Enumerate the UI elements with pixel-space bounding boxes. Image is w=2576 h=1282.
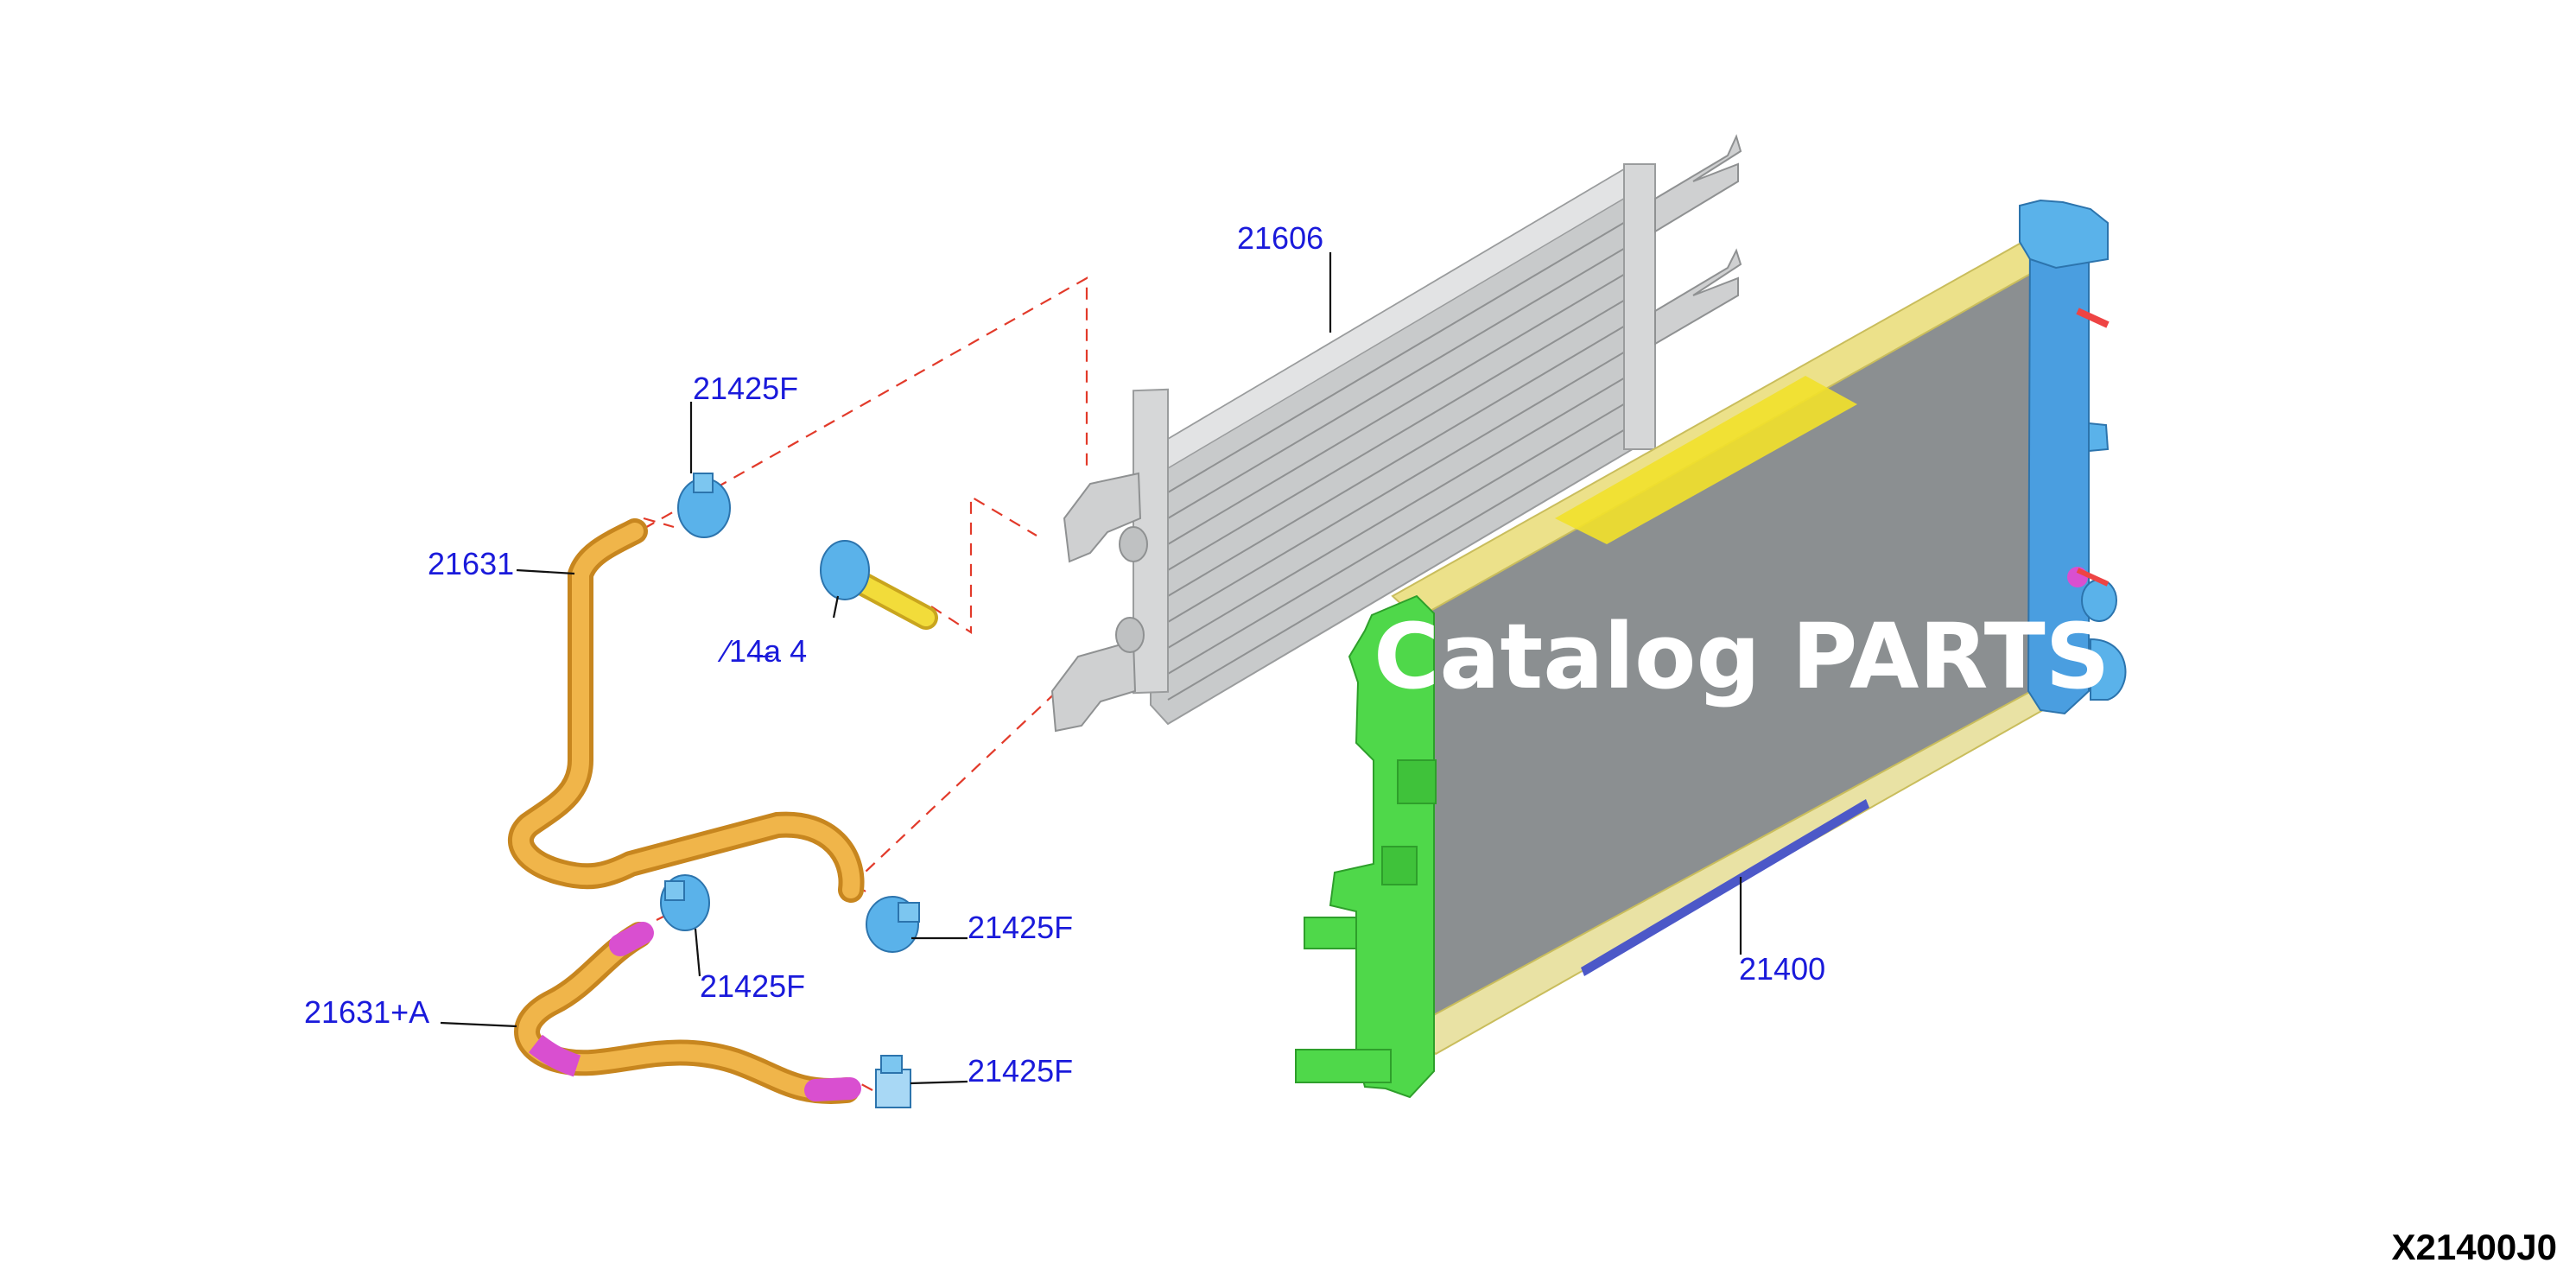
clamp-top[interactable] [677, 473, 731, 538]
callout-clamp-top[interactable]: 21425F [693, 371, 798, 406]
clamp-middle-right[interactable] [866, 896, 920, 953]
callout-oil-cooler[interactable]: 21606 [1237, 220, 1323, 256]
clamp-bottom-right[interactable] [875, 1055, 911, 1108]
upper-cooler-hose[interactable] [508, 518, 865, 903]
lower-cooler-hose[interactable] [514, 922, 861, 1104]
callout-lower-hose[interactable]: 21631+A [304, 994, 429, 1030]
clamp-middle-low[interactable] [660, 874, 710, 931]
callout-bolt[interactable]: ⁄14̶a 4 [717, 633, 807, 669]
callout-upper-hose[interactable]: 21631 [428, 546, 514, 581]
bolt[interactable] [820, 540, 938, 630]
callout-clamp-mid-right[interactable]: 21425F [968, 910, 1073, 945]
leader-lines [440, 252, 1742, 1085]
illustration-code: X21400J0 [2391, 1227, 2557, 1267]
callout-clamp-mid-low[interactable]: 21425F [700, 968, 805, 1004]
dashed-guide-lines [643, 276, 1088, 1091]
callout-radiator[interactable]: 21400 [1739, 951, 1825, 987]
watermark-text: Catalog PARTST [1374, 604, 2172, 709]
oil-cooler[interactable] [1050, 134, 1742, 733]
radiator[interactable] [1295, 199, 2127, 1099]
callout-clamp-bottom-right[interactable]: 21425F [968, 1053, 1073, 1088]
